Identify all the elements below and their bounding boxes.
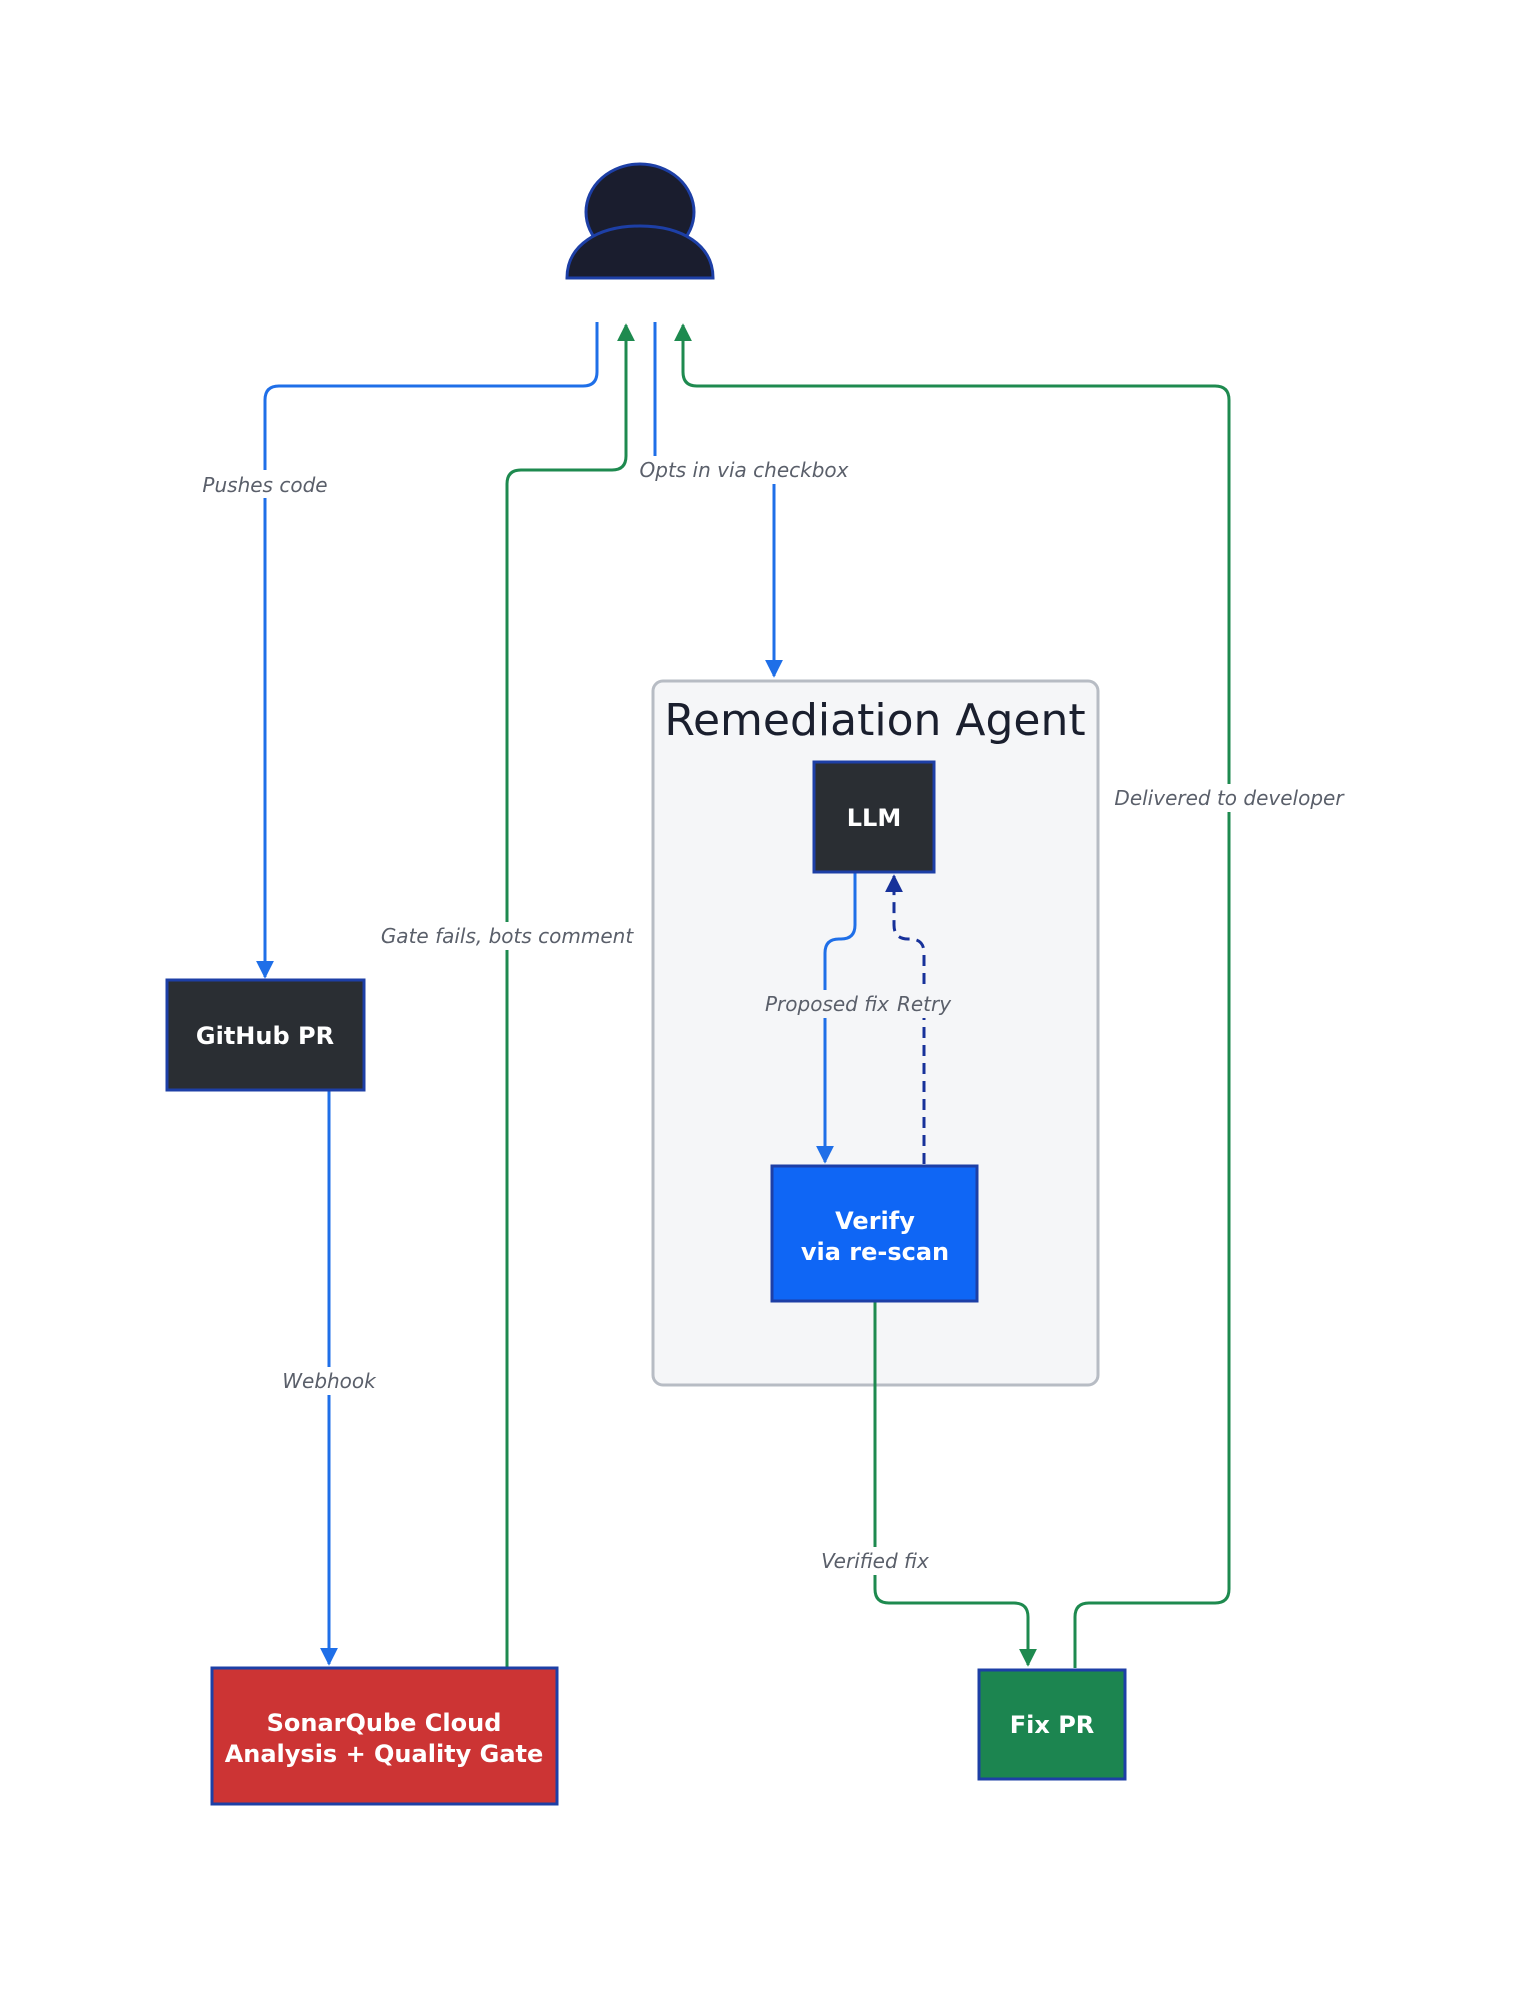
label-verified-fix-text: Verified fix: [821, 1549, 929, 1573]
label-retry-text: Retry: [897, 992, 952, 1016]
remediation-agent-title: Remediation Agent: [664, 695, 1085, 746]
sonarqube-node: SonarQube Cloud Analysis + Quality Gate: [210, 1666, 559, 1806]
label-gate-fails-text: Gate fails, bots comment: [381, 924, 635, 948]
label-webhook: Webhook: [282, 1367, 377, 1395]
label-delivered: Delivered to developer: [1114, 784, 1345, 812]
developer-person-icon: [565, 162, 715, 280]
sonarqube-label-line2: Analysis + Quality Gate: [225, 1740, 544, 1768]
verify-label-line2: via re-scan: [801, 1238, 949, 1266]
github-pr-label: GitHub PR: [196, 1022, 334, 1050]
label-pushes-code: Pushes code: [202, 470, 328, 498]
verify-node: Verify via re-scan: [770, 1164, 979, 1303]
edge-verified-fix: [873, 1302, 1037, 1667]
label-verified-fix: Verified fix: [821, 1547, 929, 1575]
llm-label: LLM: [847, 804, 901, 832]
edge-gate-fails: [505, 323, 635, 1667]
verify-label-line1: Verify: [835, 1207, 915, 1235]
fix-pr-label: Fix PR: [1010, 1711, 1095, 1739]
edge-opts-in: [653, 322, 783, 678]
sonarqube-label-line1: SonarQube Cloud: [267, 1709, 502, 1737]
label-proposed-fix-text: Proposed fix: [765, 992, 889, 1016]
label-retry: Retry: [897, 990, 952, 1018]
github-pr-node: GitHub PR: [165, 978, 366, 1092]
edge-delivered: [674, 323, 1231, 1668]
fix-pr-node: Fix PR: [977, 1668, 1127, 1781]
label-opts-in: Opts in via checkbox: [640, 456, 849, 484]
label-gate-fails: Gate fails, bots comment: [381, 922, 635, 950]
label-proposed-fix: Proposed fix: [765, 990, 889, 1018]
label-webhook-text: Webhook: [282, 1369, 377, 1393]
label-opts-in-text: Opts in via checkbox: [640, 458, 849, 482]
label-delivered-text: Delivered to developer: [1114, 786, 1345, 810]
edge-proposed-fix: [816, 873, 857, 1164]
label-pushes-code-text: Pushes code: [202, 473, 327, 497]
edge-pushes-code: [256, 322, 599, 979]
llm-node: LLM: [812, 760, 936, 874]
edge-retry: [885, 874, 926, 1164]
